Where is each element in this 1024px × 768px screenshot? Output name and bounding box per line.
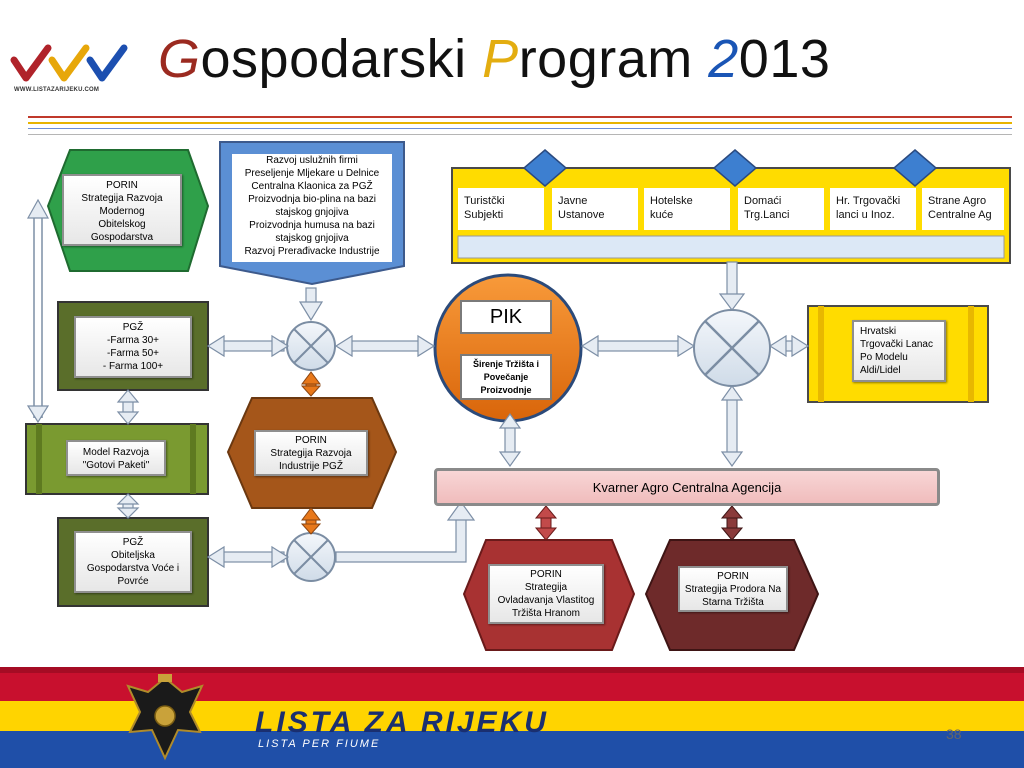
divider-red	[28, 116, 1012, 118]
arrow-left-vertical	[33, 215, 43, 418]
title-letter-g: G	[158, 29, 201, 89]
label-porin-own-market: PORIN Strategija Ovladavanja Vlastitog T…	[488, 564, 604, 624]
arrow-junction-right-agency	[720, 384, 744, 468]
retail-stripe-left	[818, 306, 824, 402]
divider-blue	[28, 128, 1012, 129]
label-porin-foreign: PORIN Strategija Prodora Na Starna Tržiš…	[678, 566, 788, 612]
divider-yellow	[28, 122, 1012, 124]
retail-stripe-right	[968, 306, 974, 402]
model-stripe-right	[190, 424, 196, 494]
diamond-2	[712, 149, 758, 187]
segment-foreign-agro: Strane Agro Centralne Ag	[922, 188, 1004, 230]
arrow-fruit-junction	[206, 545, 290, 569]
title-digit-2: 2	[708, 29, 739, 89]
arrow-pik-junction-right	[580, 334, 696, 358]
junction-right	[693, 309, 771, 387]
arrowhead-left-up	[26, 198, 50, 219]
arrow-farm-junction	[206, 334, 290, 358]
model-stripe-left	[36, 424, 42, 494]
label-development-list: Razvoj uslužnih firmi Preseljenje Mljeka…	[232, 154, 392, 262]
page-number: 38	[946, 726, 962, 742]
segment-tourism: Turistčki Subjekti	[458, 188, 544, 230]
agency-box: Kvarner Agro Centralna Agencija	[434, 468, 940, 506]
arrow-agency-foreign	[720, 505, 744, 541]
pik-title: PIK	[460, 300, 552, 334]
logo-url: WWW.LISTAZARIJEKU.COM	[14, 87, 100, 93]
diamond-3	[892, 149, 938, 187]
arrow-junction-industry	[300, 371, 322, 397]
label-model-razvoja: Model Razvoja "Gotovi Paketi"	[66, 440, 166, 476]
segment-domestic-chains: Domaći Trg.Lanci	[738, 188, 824, 230]
logo-checkmarks	[10, 44, 128, 82]
arrow-model-fruit	[116, 493, 140, 519]
arrow-pik-agency	[498, 412, 522, 468]
divider-grey	[28, 134, 1012, 135]
junction-top-left	[286, 321, 336, 371]
segment-public: Javne Ustanove	[552, 188, 638, 230]
junction-bottom-left	[286, 532, 336, 582]
label-retail-chain: Hrvatski Trgovački Lanac Po Modelu Aldi/…	[852, 320, 946, 382]
label-pgz-fruit: PGŽ Obiteljska Gospodarstva Voće i Povrć…	[74, 531, 192, 593]
arrow-junction-agency	[335, 500, 476, 563]
arrow-pentagon-junction	[298, 287, 324, 322]
arrow-junction-retail	[768, 334, 810, 358]
title-part-3: 013	[738, 29, 831, 89]
label-porin-family: PORIN Strategija Razvoja Modernog Obitel…	[62, 174, 182, 246]
arrow-band-junction	[718, 261, 746, 311]
arrow-farm-model	[116, 389, 140, 425]
label-porin-industry: PORIN Strategija Razvoja Industrije PGŽ	[254, 430, 368, 476]
arrow-junction-pik	[334, 334, 436, 358]
segment-band-empty-row	[457, 235, 1005, 259]
coat-of-arms-icon	[126, 674, 204, 761]
arrow-industry-junction	[300, 507, 322, 535]
title-letter-p: P	[482, 29, 519, 89]
footer-brand: LISTA ZA RIJEKU	[255, 706, 549, 739]
title-part-1: ospodarski	[200, 29, 483, 89]
arrow-agency-own-market	[534, 505, 558, 541]
diamond-1	[522, 149, 568, 187]
segment-hr-chains-abroad: Hr. Trgovački lanci u Inoz.	[830, 188, 916, 230]
footer-subtitle: LISTA PER FIUME	[258, 738, 381, 750]
title-part-2: rogram	[518, 29, 709, 89]
segment-hotels: Hotelske kuće	[644, 188, 730, 230]
label-pgz-farm: PGŽ -Farma 30+ -Farma 50+ - Farma 100+	[74, 316, 192, 378]
arrowhead-left-down	[26, 405, 50, 424]
page-title: Gospodarski Program 2013	[158, 28, 830, 90]
pik-subtitle: Širenje Tržišta i Povečanje Proizvodnje	[460, 354, 552, 400]
